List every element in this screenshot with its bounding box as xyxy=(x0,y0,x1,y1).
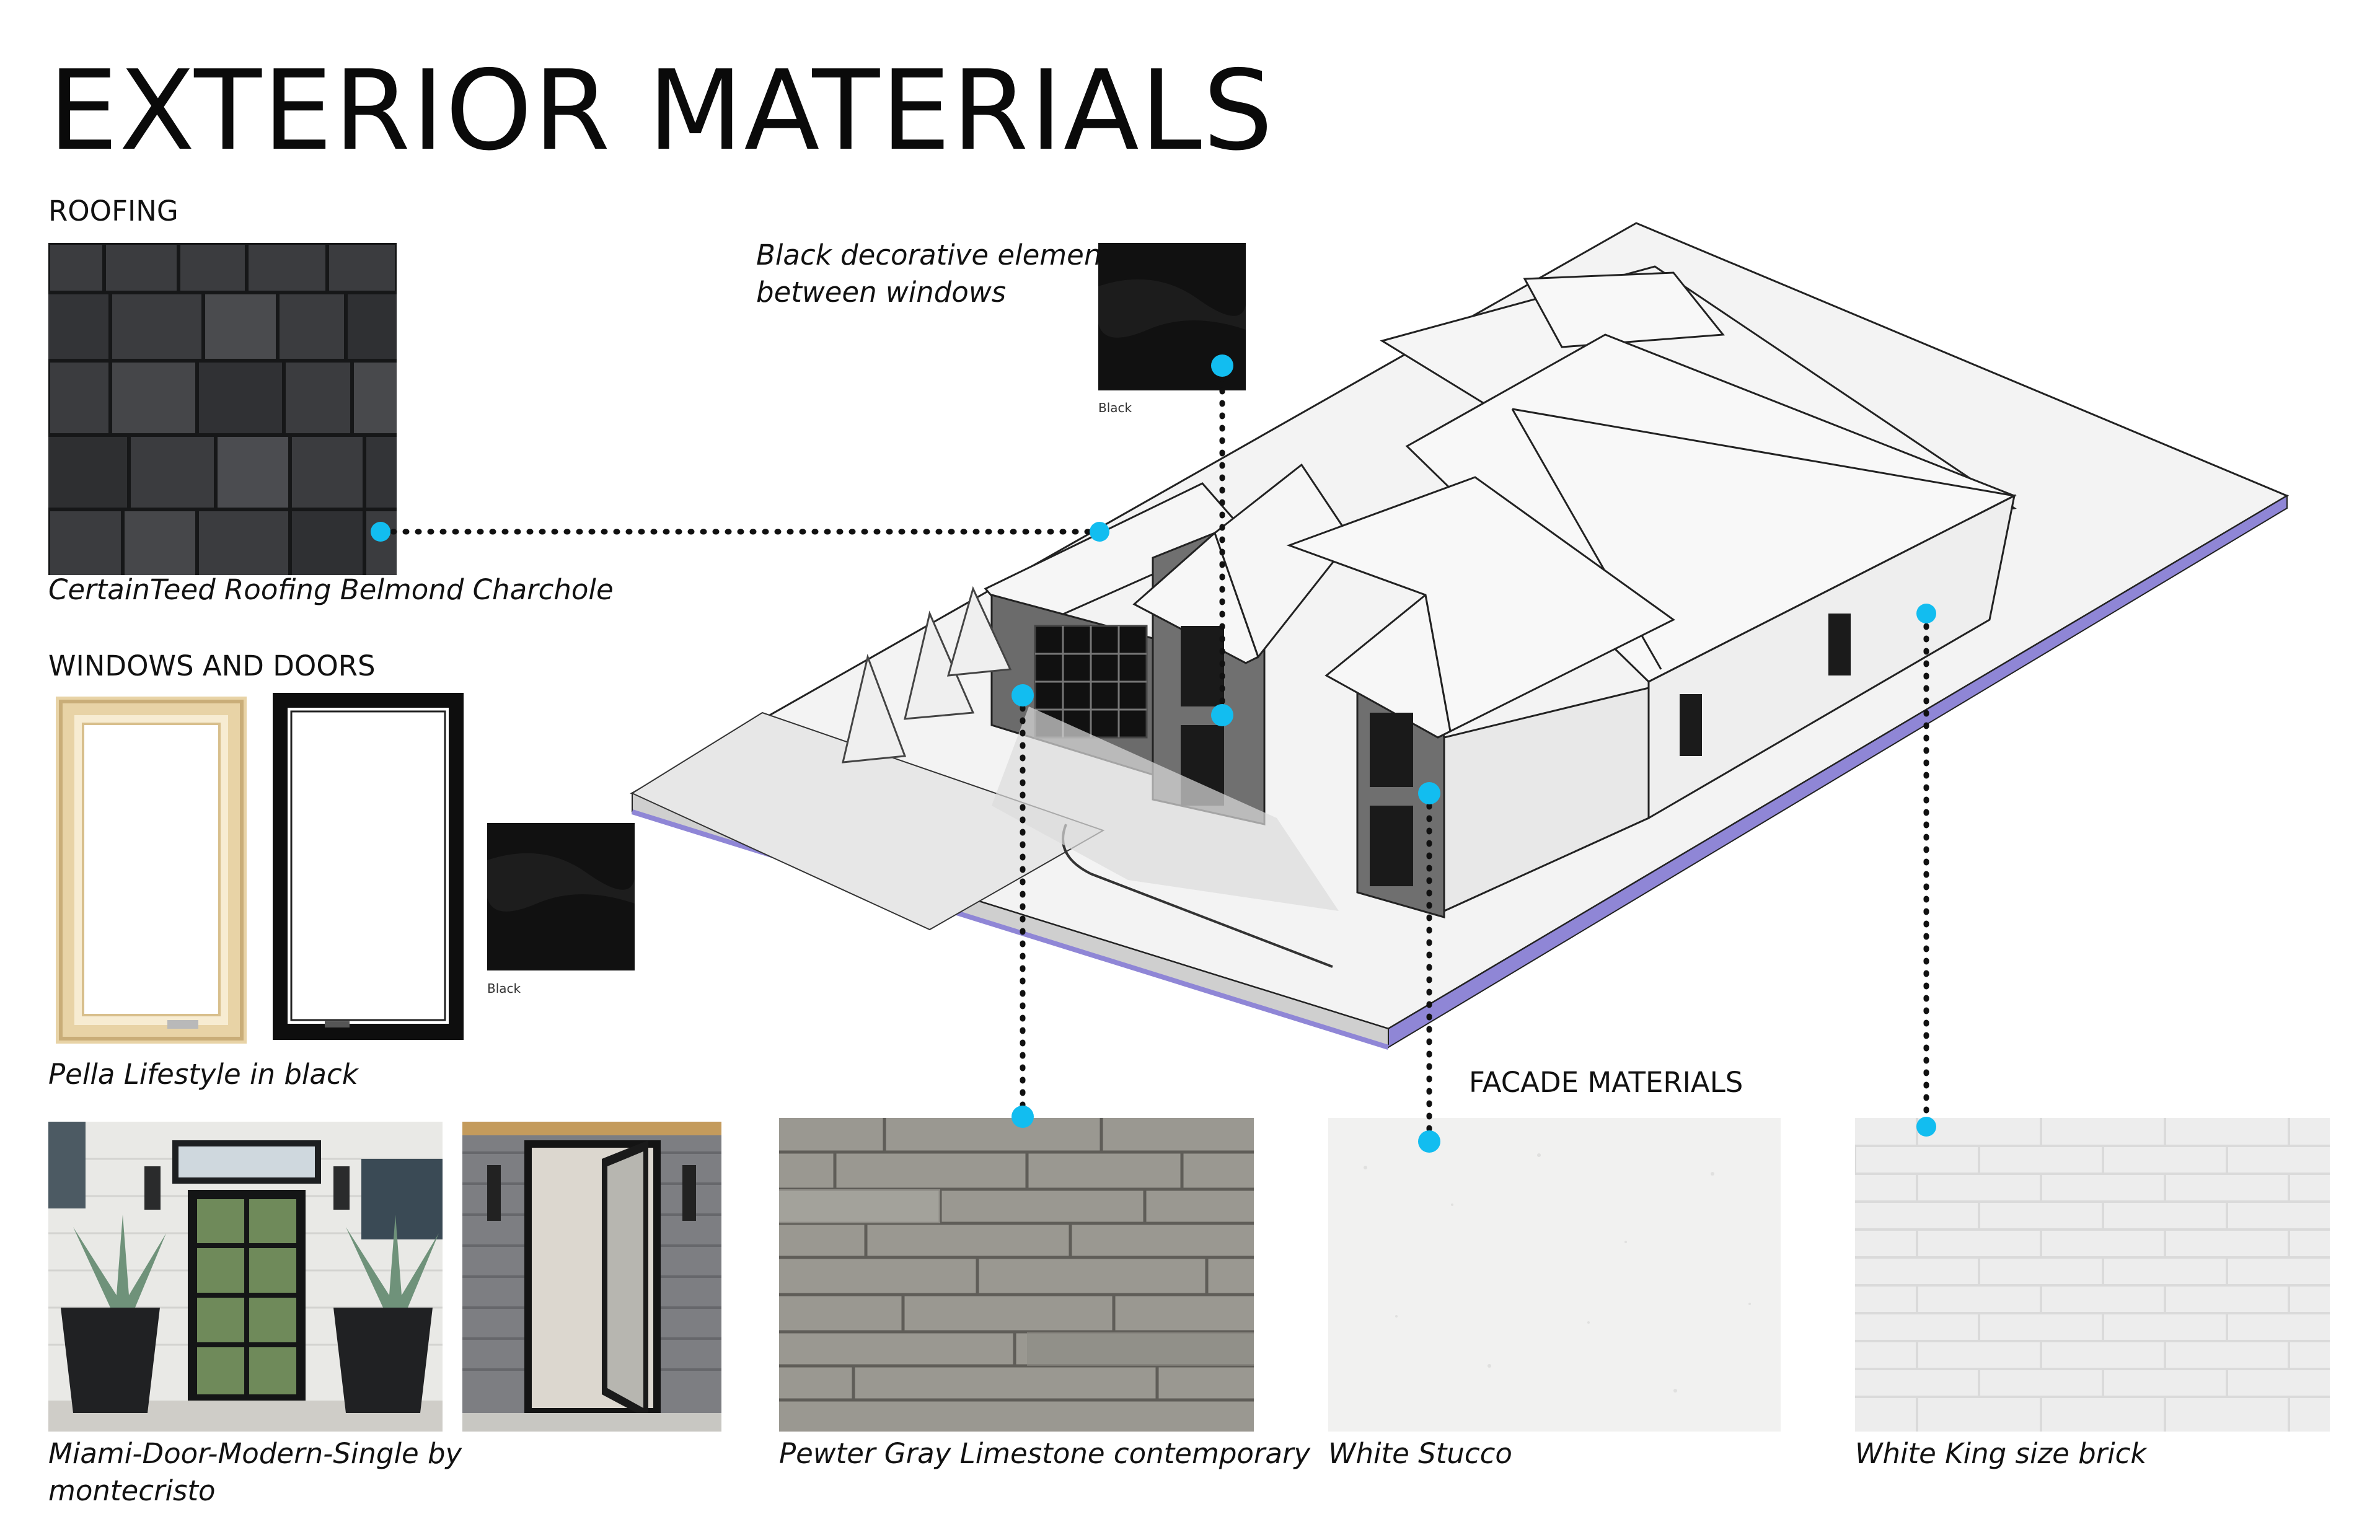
facade-heading: FACADE MATERIALS xyxy=(1469,1066,1743,1099)
door-caption-line2: montecristo xyxy=(48,1474,216,1507)
decorative-caption-line2: between windows xyxy=(756,276,1007,309)
brick-swatch xyxy=(1855,1118,2330,1432)
roofing-heading: ROOFING xyxy=(48,195,178,227)
brick-swatch-marker xyxy=(1916,1117,1936,1137)
page-title: EXTERIOR MATERIALS xyxy=(48,46,1274,175)
brick-caption: White King size brick xyxy=(1855,1437,2147,1470)
roofing-caption: CertainTeed Roofing Belmond Charchole xyxy=(48,573,614,606)
stucco-house-marker xyxy=(1418,782,1440,804)
black-window-frame xyxy=(273,693,464,1040)
stucco-swatch-marker xyxy=(1418,1130,1440,1153)
decorative-caption-line1: Black decorative elements xyxy=(756,239,1127,271)
decorative-swatch-label: Black xyxy=(1098,400,1132,415)
stucco-caption: White Stucco xyxy=(1328,1437,1512,1470)
limestone-swatch xyxy=(779,1118,1254,1432)
door-caption-line1: Miami-Door-Modern-Single by xyxy=(48,1437,462,1470)
roofing-house-marker xyxy=(1090,522,1109,542)
brick-house-marker xyxy=(1916,604,1936,623)
stucco-swatch xyxy=(1328,1118,1781,1432)
decorative-house-marker xyxy=(1211,704,1233,726)
window-swatch-label: Black xyxy=(487,981,521,996)
roofing-shingle-swatch xyxy=(48,243,397,575)
door-photo-2 xyxy=(462,1122,721,1432)
roofing-swatch-marker xyxy=(371,522,390,542)
limestone-house-marker xyxy=(1011,684,1034,706)
windows-doors-caption: Pella Lifestyle in black xyxy=(48,1058,358,1091)
window-black-swatch xyxy=(487,823,635,970)
limestone-swatch-marker xyxy=(1011,1106,1034,1128)
wood-window-frame xyxy=(56,697,247,1044)
windows-doors-heading: WINDOWS AND DOORS xyxy=(48,649,376,682)
door-photo-1 xyxy=(48,1122,443,1432)
limestone-caption: Pewter Gray Limestone contemporary xyxy=(779,1437,1311,1470)
decorative-swatch-marker xyxy=(1211,354,1233,377)
